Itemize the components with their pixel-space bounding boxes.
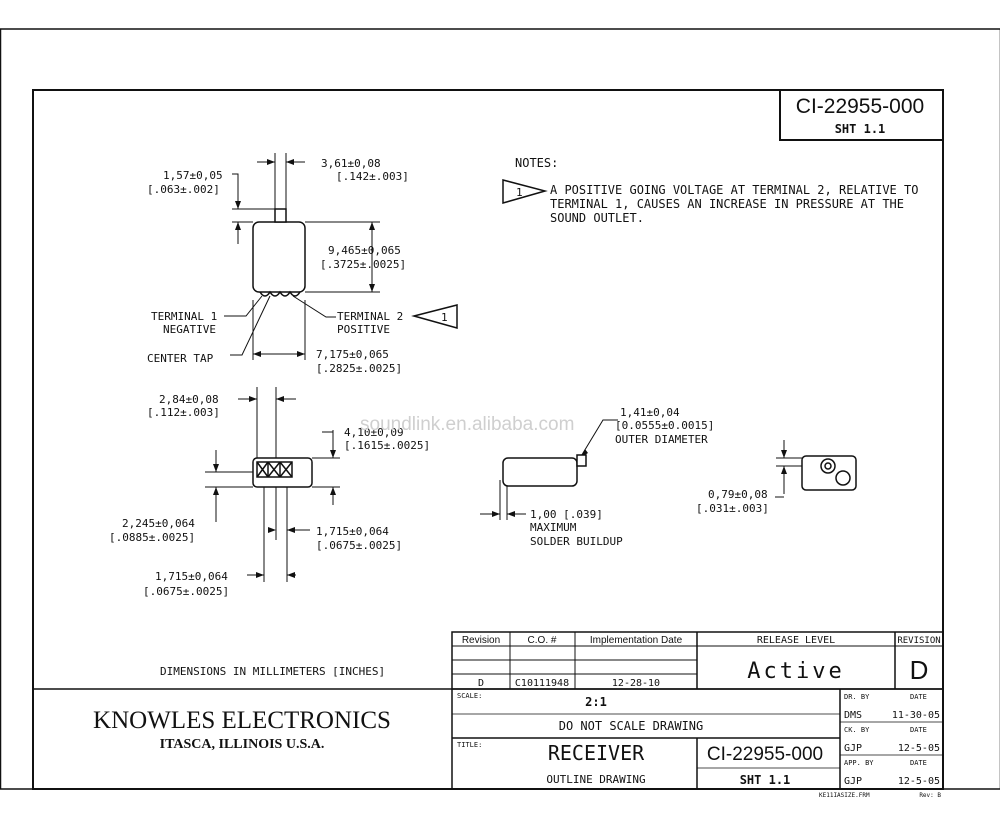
outlet-view-receiver [801, 455, 857, 491]
terminal-2-label: TERMINAL 2 [337, 310, 403, 323]
dim-1715a-mm: 1,715±0,064 [316, 525, 389, 538]
title-label: TITLE: [457, 741, 482, 749]
title-value: RECEIVER [548, 741, 645, 765]
ck-date-label: DATE [910, 726, 927, 734]
dim-7175-in: [.2825±.0025] [316, 362, 402, 375]
note-flag-number: 1 [516, 186, 523, 199]
dim-410-mm: 4,10±0,09 [344, 426, 404, 439]
dr-date-value: 11-30-05 [892, 710, 940, 721]
units-note: DIMENSIONS IN MILLIMETERS [INCHES] [160, 665, 385, 678]
drawing-number: CI-22955-000 [796, 95, 924, 118]
dim-2245-mm: 2,245±0,064 [122, 517, 195, 530]
leader-lines [224, 173, 784, 498]
title-block [33, 688, 943, 789]
rev-row-co: C10111948 [515, 678, 569, 689]
dim-079-mm: 0,79±0,08 [708, 488, 768, 501]
terminal-2-polarity: POSITIVE [337, 323, 390, 336]
dim-100-mm: 1,00 [.039] [530, 508, 603, 521]
revision-label: REVISION [897, 636, 940, 646]
dim-9465-in: [.3725±.0025] [320, 258, 406, 271]
drawing-frame [32, 89, 944, 790]
note-line-3: SOUND OUTLET. [550, 211, 644, 225]
ck-by-label: CK. BY [844, 726, 870, 734]
drawing-number-box: CI-22955-000 SHT 1.1 [779, 89, 944, 141]
title-sheet-number: SHT 1.1 [740, 773, 791, 787]
frame-rev: Rev: B [919, 792, 941, 799]
center-tap-label: CENTER TAP [147, 352, 214, 365]
dim-157-in: [.063±.002] [147, 183, 220, 196]
release-level-label: RELEASE LEVEL [757, 635, 835, 646]
dim-141-in: [0.0555±0.0015] [615, 419, 714, 432]
sound-outlet-hole [820, 458, 836, 474]
dr-by-label: DR. BY [844, 693, 870, 701]
rev-row-date: 12-28-10 [612, 678, 660, 689]
company-location: ITASCA, ILLINOIS U.S.A. [160, 737, 325, 752]
watermark: soundlink.en.alibaba.com [360, 414, 574, 435]
do-not-scale: DO NOT SCALE DRAWING [559, 719, 704, 733]
dr-by-value: DMS [844, 710, 862, 721]
scale-label: SCALE: [457, 692, 482, 700]
rev-header-revision: Revision [462, 635, 500, 646]
dim-9465-mm: 9,465±0,065 [328, 244, 401, 257]
dimension-text: 3,61±0,08 [.142±.003] 1,57±0,05 [.063±.0… [109, 157, 769, 598]
dim-100-note2: SOLDER BUILDUP [530, 535, 623, 548]
dim-2245-in: [.0885±.0025] [109, 531, 195, 544]
terminal-1-label: TERMINAL 1 [151, 310, 217, 323]
company-name: KNOWLES ELECTRONICS [93, 707, 391, 734]
dim-141-mm: 1,41±0,04 [620, 406, 680, 419]
terminal-2-flag-number: 1 [441, 311, 448, 324]
end-view-receiver [252, 457, 313, 488]
dimension-lines [205, 153, 802, 582]
dr-date-label: DATE [910, 693, 927, 701]
dim-1715b-in: [.0675±.0025] [143, 585, 229, 598]
dim-079-in: [.031±.003] [696, 502, 769, 515]
dim-157-mm: 1,57±0,05 [163, 169, 223, 182]
dim-284-in: [.112±.003] [147, 406, 220, 419]
ck-date-value: 12-5-05 [898, 743, 940, 754]
terminal-2-flag: 1 [411, 304, 458, 329]
dim-361-mm: 3,61±0,08 [321, 157, 381, 170]
dim-410-in: [.1615±.0025] [344, 439, 430, 452]
note-line-2: TERMINAL 1, CAUSES AN INCREASE IN PRESSU… [550, 197, 904, 211]
subtitle-value: OUTLINE DRAWING [546, 773, 645, 786]
rev-header-co: C.O. # [528, 635, 557, 646]
dim-361-in: [.142±.003] [336, 170, 409, 183]
app-date-label: DATE [910, 759, 927, 767]
ck-by-value: GJP [844, 743, 862, 754]
dim-7175-mm: 7,175±0,065 [316, 348, 389, 361]
dim-141-note: OUTER DIAMETER [615, 433, 708, 446]
top-view-receiver [252, 208, 306, 297]
note-flag [502, 179, 548, 204]
revision-letter: D [910, 655, 929, 685]
side-profile-receiver [502, 454, 587, 487]
sheet-number: SHT 1.1 [835, 122, 886, 136]
notes-section: NOTES: 1 A POSITIVE GOING VOLTAGE AT TER… [502, 156, 918, 225]
rev-header-date: Implementation Date [590, 635, 683, 646]
notes-heading: NOTES: [515, 156, 558, 170]
scale-value: 2:1 [585, 695, 607, 709]
app-by-label: APP. BY [844, 759, 874, 767]
app-date-value: 12-5-05 [898, 776, 940, 787]
frame-file: KE11IASIZE.FRM [819, 792, 870, 799]
terminal-pads [259, 290, 301, 297]
terminal-1-polarity: NEGATIVE [163, 323, 216, 336]
note-line-1: A POSITIVE GOING VOLTAGE AT TERMINAL 2, … [550, 183, 918, 197]
dim-1715a-in: [.0675±.0025] [316, 539, 402, 552]
title-drawing-number: CI-22955-000 [707, 744, 823, 765]
receiver-body-side-view [502, 457, 578, 487]
rev-row-revision: D [478, 678, 484, 689]
side-nozzle [576, 454, 587, 467]
release-level-value: Active [747, 659, 844, 684]
app-by-value: GJP [844, 776, 862, 787]
dim-100-note1: MAXIMUM [530, 521, 577, 534]
dim-284-mm: 2,84±0,08 [159, 393, 219, 406]
receiver-body-top-view [252, 221, 306, 293]
dim-1715b-mm: 1,715±0,064 [155, 570, 228, 583]
sound-outlet-nozzle [274, 208, 287, 223]
